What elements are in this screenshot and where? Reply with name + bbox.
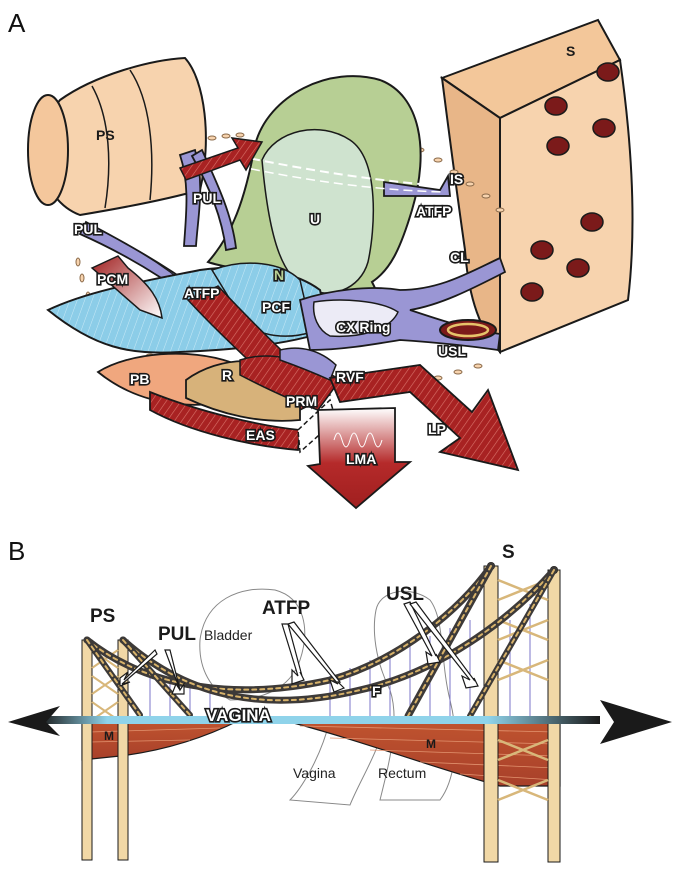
label-pcf: PCF (262, 299, 290, 315)
right-arrow-head (600, 700, 672, 744)
label-cx-ring: CX Ring (336, 319, 390, 335)
levator-fibers (89, 725, 556, 781)
label-bladder: Bladder (204, 627, 253, 643)
lp-arrow-shape (328, 364, 520, 472)
label-rvf: RVF (336, 369, 364, 385)
label-lma: LMA (346, 451, 376, 467)
label-pul-top: PUL (193, 190, 221, 206)
panel-b: B (8, 536, 672, 863)
label-pcm: PCM (97, 271, 128, 287)
label-is: IS (450, 171, 463, 187)
label-usl-b: USL (386, 584, 424, 605)
suspender-lines (149, 604, 531, 716)
arrow-top-muscle (178, 137, 264, 181)
label-pul-b: PUL (158, 624, 196, 645)
atfp-dashed-line-2 (209, 159, 446, 193)
cardinal-ligament-group (279, 256, 507, 382)
label-m-left: M (104, 729, 114, 743)
label-cl: CL (450, 249, 469, 265)
sacrum-block-shape (439, 18, 634, 355)
label-usl-a: USL (438, 343, 466, 359)
label-u: U (310, 211, 320, 227)
label-f: F (372, 683, 381, 699)
left-arrow-head (8, 706, 60, 736)
panel-a-letter: A (8, 8, 26, 38)
label-atfp-right: ATFP (416, 203, 452, 219)
panel-a: A (8, 8, 634, 510)
label-ps-a: PS (96, 127, 115, 143)
lma-arrow-shape (305, 407, 413, 510)
atfp-dashed-line (209, 149, 446, 187)
label-eas: EAS (246, 427, 275, 443)
label-rectum: Rectum (378, 765, 426, 781)
label-atfp-b: ATFP (262, 598, 311, 619)
label-pul-left: PUL (74, 221, 102, 237)
pcm-muscle-shape (90, 255, 163, 320)
label-lp: LP (428, 421, 446, 437)
label-n: N (274, 267, 284, 283)
label-m-right: M (426, 737, 436, 751)
label-s-a: S (566, 43, 575, 59)
vagina-deck (40, 716, 600, 724)
lma-wave (333, 432, 383, 448)
label-atfp-left: ATFP (184, 285, 220, 301)
panel-b-letter: B (8, 536, 25, 566)
uterus-shape (206, 75, 422, 318)
label-vagina: Vagina (293, 765, 336, 781)
label-vagina-caps: VAGINA (206, 706, 271, 725)
label-prm: PRM (286, 393, 317, 409)
label-pb: PB (130, 371, 149, 387)
label-ps-b: PS (90, 606, 115, 627)
label-r: R (222, 367, 232, 383)
pubic-symphysis-shape (27, 56, 207, 217)
label-s-b: S (502, 542, 515, 563)
pointer-arrows (119, 601, 479, 695)
